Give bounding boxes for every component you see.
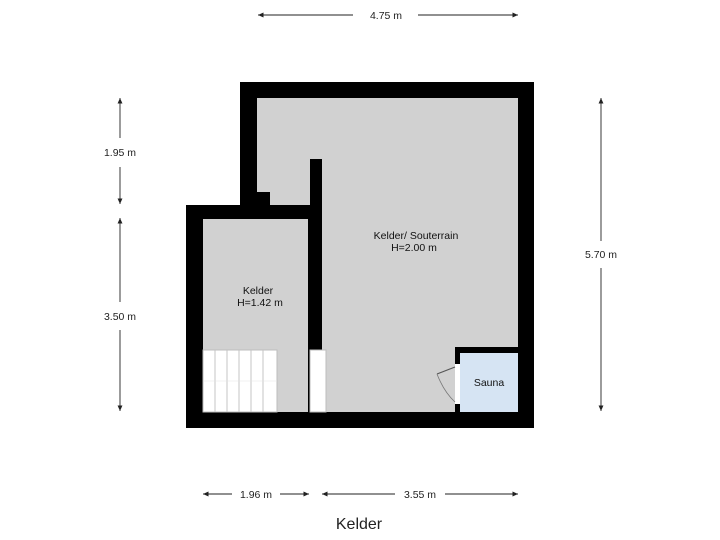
main-room-floor <box>257 98 518 412</box>
sauna-door <box>436 364 460 404</box>
main-room-height: H=2.00 m <box>391 242 437 254</box>
dim-label-right: 5.70 m <box>585 249 617 261</box>
sauna-door-leaf <box>436 366 456 375</box>
dimension-lines <box>117 12 604 497</box>
dim-label-top: 4.75 m <box>370 10 402 22</box>
stairs <box>202 349 278 413</box>
dim-label-bottom-left: 1.96 m <box>240 489 272 501</box>
dim-label-bottom-right: 3.55 m <box>404 489 436 501</box>
sauna-door-swing <box>436 373 456 403</box>
sauna-floor <box>460 353 518 412</box>
sauna-room-name: Sauna <box>474 377 505 389</box>
dim-label-left-upper: 1.95 m <box>104 147 136 159</box>
dim-label-left-lower: 3.50 m <box>104 311 136 323</box>
main-room-name: Kelder/ Souterrain <box>374 230 459 242</box>
sauna-door-gap <box>455 364 460 404</box>
partition-opening <box>309 349 327 413</box>
left-room-height: H=1.42 m <box>237 297 283 309</box>
left-room-name: Kelder <box>243 285 274 297</box>
floor-title: Kelder <box>336 516 383 533</box>
